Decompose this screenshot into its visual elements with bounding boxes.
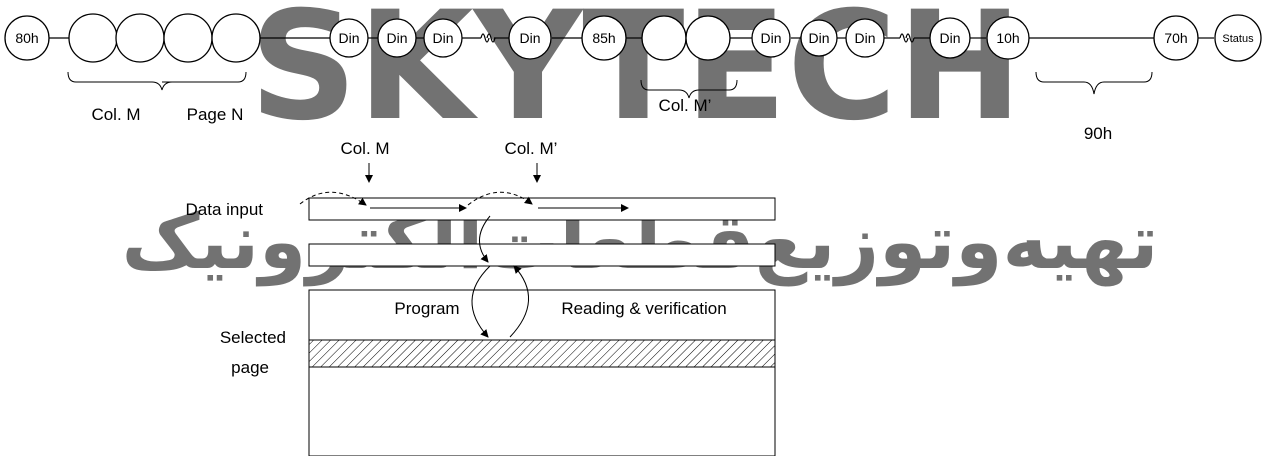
brace-90h (1035, 71, 1153, 95)
node-label: 70h (1164, 30, 1187, 46)
node-din: Din (423, 18, 463, 58)
page-array (308, 289, 776, 456)
node-col-m-2 (115, 13, 165, 63)
brace-label-90h: 90h (1084, 124, 1112, 143)
node-label: Din (338, 30, 359, 46)
node-din: Din (508, 16, 552, 60)
break-mark (480, 33, 915, 43)
data-input-register (308, 197, 776, 221)
brace-label-col-m-prime: Col. M’ (659, 96, 712, 115)
program-label: Program (394, 299, 459, 318)
node-label: Din (432, 30, 453, 46)
data-input-label: Data input (186, 200, 264, 219)
sequence-nodes: 80h Din Din Din Din 85h Din Din Din Din … (4, 13, 1262, 63)
node-din: Din (329, 18, 369, 58)
brace-page-n (162, 71, 247, 83)
col-m-prime-label: Col. M’ (505, 139, 558, 158)
node-10h: 10h (986, 16, 1030, 60)
node-din: Din (929, 17, 971, 59)
transfer-arrow (479, 215, 491, 263)
node-85h: 85h (581, 15, 627, 61)
node-din: Din (751, 18, 791, 58)
brace-label-page-n: Page N (187, 105, 244, 124)
node-page-n-1 (163, 13, 213, 63)
load-arrow-col-m-prime (467, 191, 533, 206)
node-label: Din (939, 30, 960, 46)
read-arrow (509, 265, 529, 338)
brace-col-m (67, 71, 173, 91)
node-label: 80h (15, 30, 38, 46)
node-col-m-prime-2 (685, 15, 731, 61)
node-col-m-prime-1 (641, 15, 687, 61)
node-label: Din (808, 30, 829, 46)
node-label: 10h (996, 30, 1019, 46)
reading-verification-label: Reading & verification (561, 299, 726, 318)
node-label: 85h (592, 30, 615, 46)
program-arrow (471, 265, 491, 338)
selected-page-label-line2: page (231, 358, 269, 377)
node-col-m-1 (68, 13, 118, 63)
selected-page-label-line1: Selected (220, 328, 286, 347)
node-label: Din (386, 30, 407, 46)
node-70h: 70h (1153, 15, 1199, 61)
cache-register (308, 243, 776, 267)
node-80h: 80h (4, 15, 50, 61)
node-din: Din (377, 18, 417, 58)
node-label: Status (1222, 33, 1254, 45)
braces (67, 71, 1153, 99)
watermark-latin: SKYTECH (249, 0, 1022, 154)
node-label: Din (854, 30, 875, 46)
node-page-n-2 (211, 13, 261, 63)
node-label: Din (760, 30, 781, 46)
brace-label-col-m: Col. M (91, 105, 140, 124)
node-label: Din (519, 30, 540, 46)
col-m-label: Col. M (340, 139, 389, 158)
brace-col-m-prime (640, 79, 738, 99)
node-din: Din (845, 18, 885, 58)
node-din: Din (800, 19, 838, 57)
load-arrow-col-m (299, 191, 367, 206)
selected-page-row (308, 339, 776, 368)
node-status: Status (1214, 14, 1262, 62)
